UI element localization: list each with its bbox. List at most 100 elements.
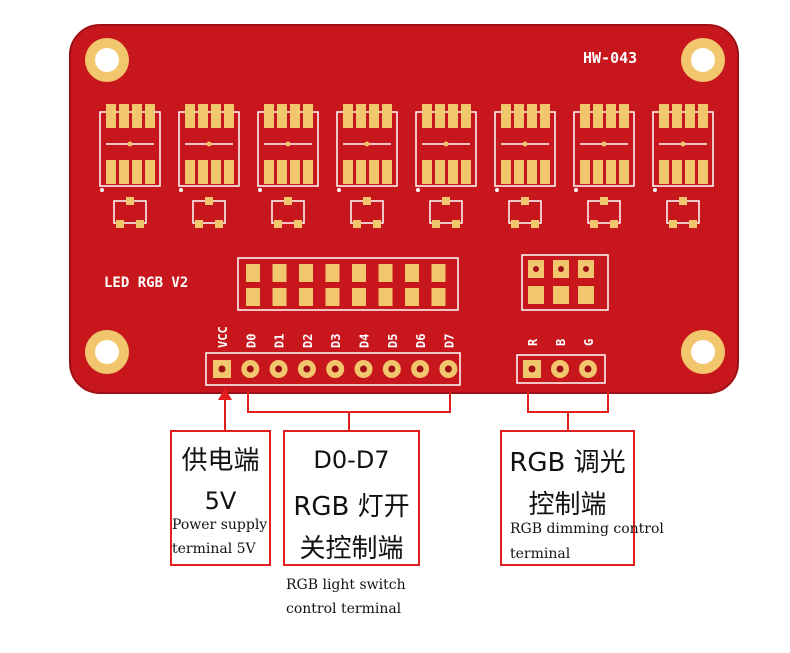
rgb-resistor-hole xyxy=(533,266,539,272)
led-pad xyxy=(435,160,445,184)
led-pad xyxy=(514,104,524,128)
led-pad xyxy=(132,104,142,128)
component-pad xyxy=(373,220,381,228)
rgb-pin-label-r: R xyxy=(526,338,540,346)
mounting-hole-center xyxy=(691,340,715,364)
led-footprint-6 xyxy=(494,104,556,228)
header-pin-label-d0: D0 xyxy=(244,334,258,348)
led-pad xyxy=(132,160,142,184)
led-pad xyxy=(422,104,432,128)
rgb-desc-line2: terminal xyxy=(510,546,571,562)
component-pad xyxy=(126,197,134,205)
component-pad xyxy=(531,220,539,228)
header-pin-label-d3: D3 xyxy=(329,334,343,348)
led-pad xyxy=(145,160,155,184)
led-dot xyxy=(416,188,420,192)
mounting-hole-center xyxy=(95,340,119,364)
rgb-bracket xyxy=(527,392,609,413)
component-pad xyxy=(205,197,213,205)
led-pad xyxy=(448,160,458,184)
header-pin-label-d2: D2 xyxy=(301,334,315,348)
led-pad xyxy=(527,104,537,128)
header-pin-hole xyxy=(331,365,339,373)
led-via xyxy=(522,141,528,147)
rgb-title-cn-line1: RGB 调光 xyxy=(509,448,626,478)
component-pad xyxy=(116,220,124,228)
mounting-hole-center xyxy=(691,48,715,72)
led-pad xyxy=(593,104,603,128)
led-via xyxy=(127,141,133,147)
led-pad xyxy=(685,160,695,184)
header-pin-hole xyxy=(275,365,283,373)
led-footprint-5 xyxy=(415,104,477,228)
resistor-array-outline xyxy=(237,257,459,311)
led-outline xyxy=(415,111,477,187)
led-pad xyxy=(606,160,616,184)
led-dot xyxy=(100,188,104,192)
led-via xyxy=(601,141,607,147)
data-bracket xyxy=(247,392,451,413)
resistor-pad xyxy=(378,264,393,282)
header-pin-hole xyxy=(388,365,396,373)
resistor-pad xyxy=(272,288,287,306)
led-via xyxy=(206,141,212,147)
led-outline xyxy=(336,111,398,187)
led-dot xyxy=(258,188,262,192)
resistor-pad xyxy=(246,288,260,306)
header-pin-hole xyxy=(360,365,367,373)
led-pad xyxy=(448,104,458,128)
led-pad xyxy=(461,160,471,184)
led-outline xyxy=(257,111,319,187)
component-pad xyxy=(442,197,450,205)
led-pad xyxy=(619,104,629,128)
led-pad xyxy=(659,160,669,184)
led-pad xyxy=(501,104,511,128)
led-pad xyxy=(369,160,379,184)
component-pad xyxy=(215,220,223,228)
power-title-cn: 供电端 xyxy=(181,446,260,476)
led-pad xyxy=(382,104,392,128)
led-pad xyxy=(119,104,129,128)
resistor-pad xyxy=(378,288,393,306)
led-pad xyxy=(303,160,313,184)
rgb-pin-label-b: B xyxy=(554,339,568,346)
header-pin-label-d5: D5 xyxy=(386,334,400,348)
header-pin-label-d7: D7 xyxy=(442,334,456,348)
led-pad xyxy=(277,104,287,128)
component-pad xyxy=(590,220,598,228)
component-pad xyxy=(521,197,529,205)
power-callout-box xyxy=(170,430,271,566)
data-desc-line2: control terminal xyxy=(286,601,402,617)
led-outline xyxy=(573,111,635,187)
header-pin-label-d6: D6 xyxy=(414,334,428,348)
power-desc-line1: Power supply xyxy=(172,517,268,533)
led-outline xyxy=(494,111,556,187)
rgb-resistor-pad xyxy=(578,286,594,304)
header-pin-hole xyxy=(218,365,226,373)
rgb-header-outline xyxy=(516,354,606,384)
led-outline xyxy=(652,111,714,187)
led-dot xyxy=(574,188,578,192)
rgb-resistor-pad xyxy=(528,286,544,304)
resistor-pad xyxy=(405,288,419,306)
led-pad xyxy=(198,104,208,128)
led-pad xyxy=(224,160,234,184)
rgb-callout-box xyxy=(500,430,635,566)
component-pad xyxy=(195,220,203,228)
led-pad xyxy=(580,104,590,128)
led-pad xyxy=(264,160,274,184)
led-pad xyxy=(356,160,366,184)
led-pad xyxy=(540,104,550,128)
rgb-resistor-hole xyxy=(558,266,564,272)
data-callout-box xyxy=(283,430,420,566)
header-pin-hole xyxy=(303,365,311,373)
led-pad xyxy=(527,160,537,184)
led-pad xyxy=(106,104,116,128)
resistor-pad xyxy=(325,264,340,282)
component-pad xyxy=(600,197,608,205)
component-pad xyxy=(353,220,361,228)
component-pad xyxy=(511,220,519,228)
component-pad xyxy=(136,220,144,228)
led-pad xyxy=(185,160,195,184)
